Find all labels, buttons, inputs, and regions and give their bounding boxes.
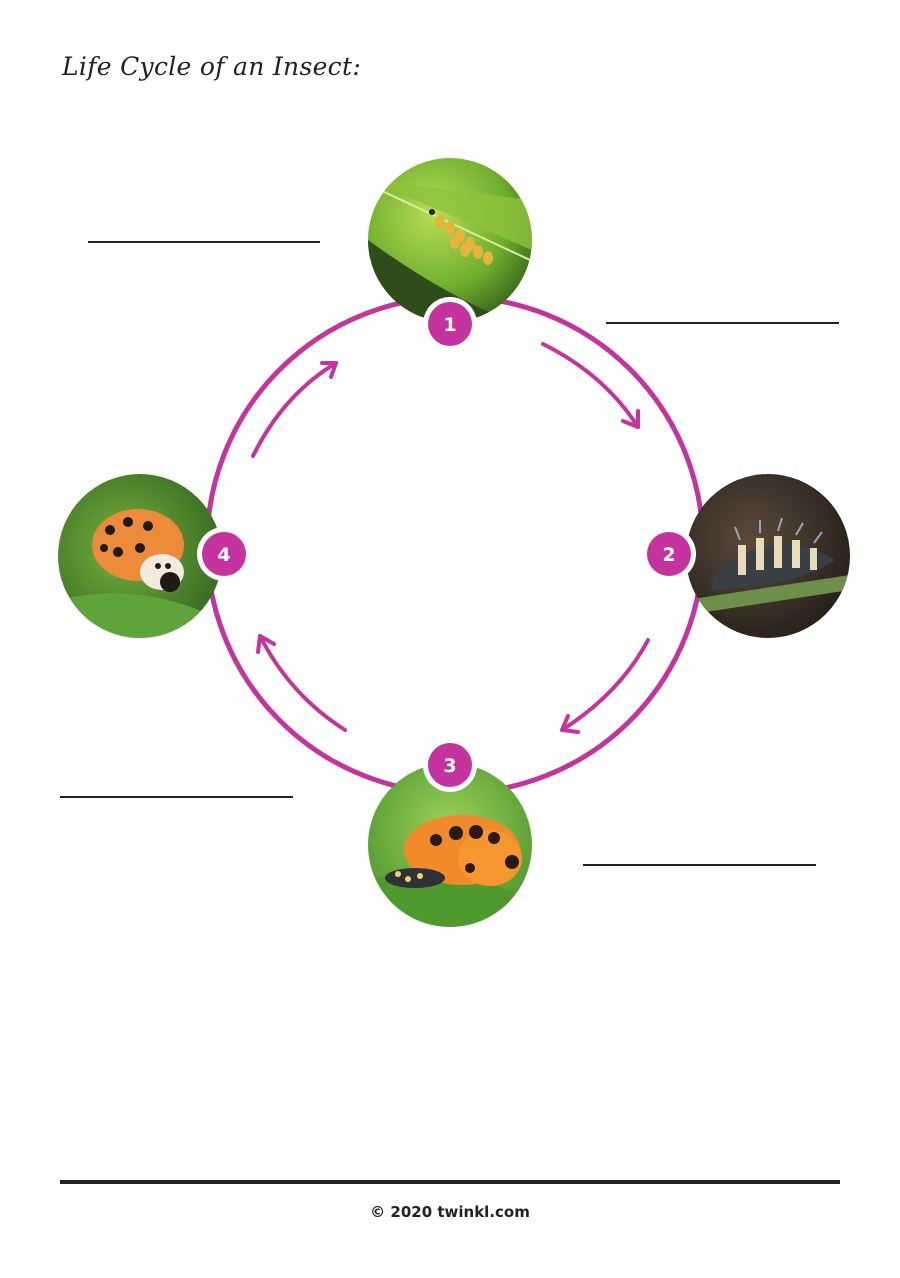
stage-3-number: 3 [443,755,456,777]
cycle-arrows [251,342,650,734]
stage-2-number: 2 [662,544,675,566]
arrow-1-to-2 [541,342,640,429]
stage-3-badge: 3 [423,738,477,792]
stage-3-photo [368,763,532,927]
arrow-2-to-3 [560,638,650,732]
stage-1-badge: 1 [423,297,477,351]
answer-line-1[interactable] [88,241,320,243]
answer-line-2[interactable] [606,322,839,324]
arrow-3-to-4 [258,634,347,732]
stage-4-number: 4 [217,544,230,566]
footer-divider [60,1180,840,1184]
stage-2-photo [686,474,850,638]
stage-1-photo [368,158,532,322]
footer-copyright: © 2020 twinkl.com [370,1203,530,1221]
stage-2-badge: 2 [642,527,696,581]
stage-4-photo [58,474,222,638]
worksheet-title: Life Cycle of an Insect: [62,52,362,81]
stage-4-badge: 4 [197,527,251,581]
cycle-ring [204,294,706,796]
stage-1-number: 1 [443,314,456,336]
answer-line-3[interactable] [583,864,816,866]
arrow-4-to-1 [251,361,338,458]
answer-line-4[interactable] [60,796,293,798]
stage-badges: 1 2 3 4 [197,297,696,792]
